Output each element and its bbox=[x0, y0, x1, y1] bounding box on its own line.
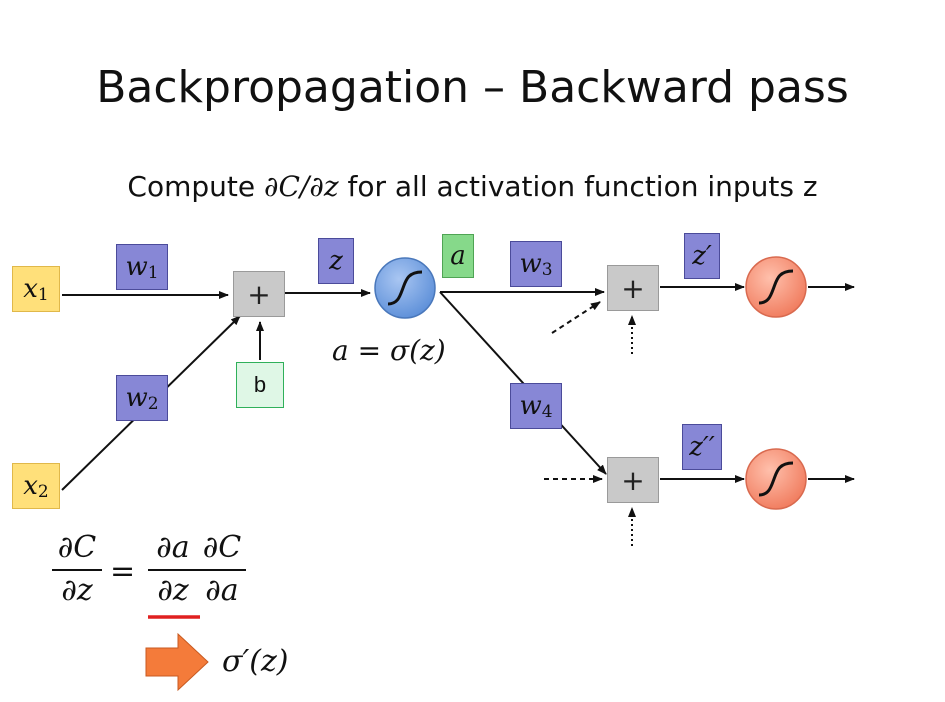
label-z-prime-text: z′ bbox=[692, 241, 712, 271]
weight-w1-sub: 1 bbox=[147, 263, 159, 283]
weight-w1-base: w bbox=[125, 252, 148, 282]
sigmoid-icon bbox=[758, 269, 794, 305]
fraction-denominator: ∂a bbox=[205, 573, 239, 608]
weight-w4-base: w bbox=[519, 391, 542, 421]
input-x1-sub: 1 bbox=[37, 285, 49, 305]
label-z: z bbox=[318, 238, 354, 284]
fraction-denominator: ∂z bbox=[157, 573, 189, 608]
label-z-double-prime: z′′ bbox=[682, 424, 722, 470]
sigma-prime-result: σ′(z) bbox=[222, 644, 289, 679]
orange-arrow-icon bbox=[145, 632, 209, 692]
edge-dashed-upper bbox=[551, 301, 601, 334]
subtitle-suffix: for all activation function inputs z bbox=[347, 170, 818, 203]
weight-w2-base: w bbox=[125, 383, 148, 413]
fraction-da-dz: ∂a ∂z bbox=[148, 530, 198, 608]
sum-node: + bbox=[233, 271, 285, 317]
slide-title: Backpropagation – Backward pass bbox=[96, 62, 849, 113]
sum-node-lower-symbol: + bbox=[621, 463, 645, 497]
fraction-numerator: ∂C bbox=[52, 530, 102, 571]
label-z-prime: z′ bbox=[684, 233, 720, 279]
fraction-dC-dz: ∂C ∂z bbox=[52, 530, 102, 608]
input-x2-sub: 2 bbox=[37, 482, 49, 502]
fraction-dC-da: ∂C ∂a bbox=[198, 530, 246, 608]
weight-w3-base: w bbox=[519, 249, 542, 279]
sigmoid-neuron bbox=[374, 257, 436, 319]
activation-equation: a = σ(z) bbox=[332, 334, 446, 367]
subtitle-prefix: Compute bbox=[127, 170, 256, 203]
sigmoid-icon bbox=[758, 461, 794, 497]
label-z-text: z bbox=[329, 246, 343, 276]
label-a: a bbox=[442, 234, 474, 278]
sum-node-lower: + bbox=[607, 457, 659, 503]
sigmoid-icon bbox=[387, 270, 423, 306]
weight-w2-sub: 2 bbox=[147, 394, 159, 414]
fraction-denominator: ∂z bbox=[61, 573, 93, 608]
label-z-double-prime-text: z′′ bbox=[689, 432, 715, 462]
bias-box: b bbox=[236, 362, 284, 408]
input-x1-base: x bbox=[23, 274, 38, 304]
sigmoid-neuron-lower bbox=[745, 448, 807, 510]
slide-subtitle: Compute ∂C/∂z for all activation functio… bbox=[0, 170, 945, 203]
sum-node-upper-symbol: + bbox=[621, 271, 645, 305]
input-x2-base: x bbox=[23, 471, 38, 501]
weight-w4-sub: 4 bbox=[541, 402, 553, 422]
sigmoid-neuron-upper bbox=[745, 256, 807, 318]
bias-label: b bbox=[253, 372, 267, 397]
label-a-text: a bbox=[450, 241, 466, 271]
sum-node-symbol: + bbox=[247, 277, 271, 311]
fraction-numerator: ∂C bbox=[198, 530, 246, 571]
sum-node-upper: + bbox=[607, 265, 659, 311]
equals-sign: = bbox=[110, 554, 136, 589]
subtitle-math: ∂C/∂z bbox=[264, 170, 339, 203]
fraction-numerator: ∂a bbox=[148, 530, 198, 571]
weight-w3-sub: 3 bbox=[541, 260, 553, 280]
